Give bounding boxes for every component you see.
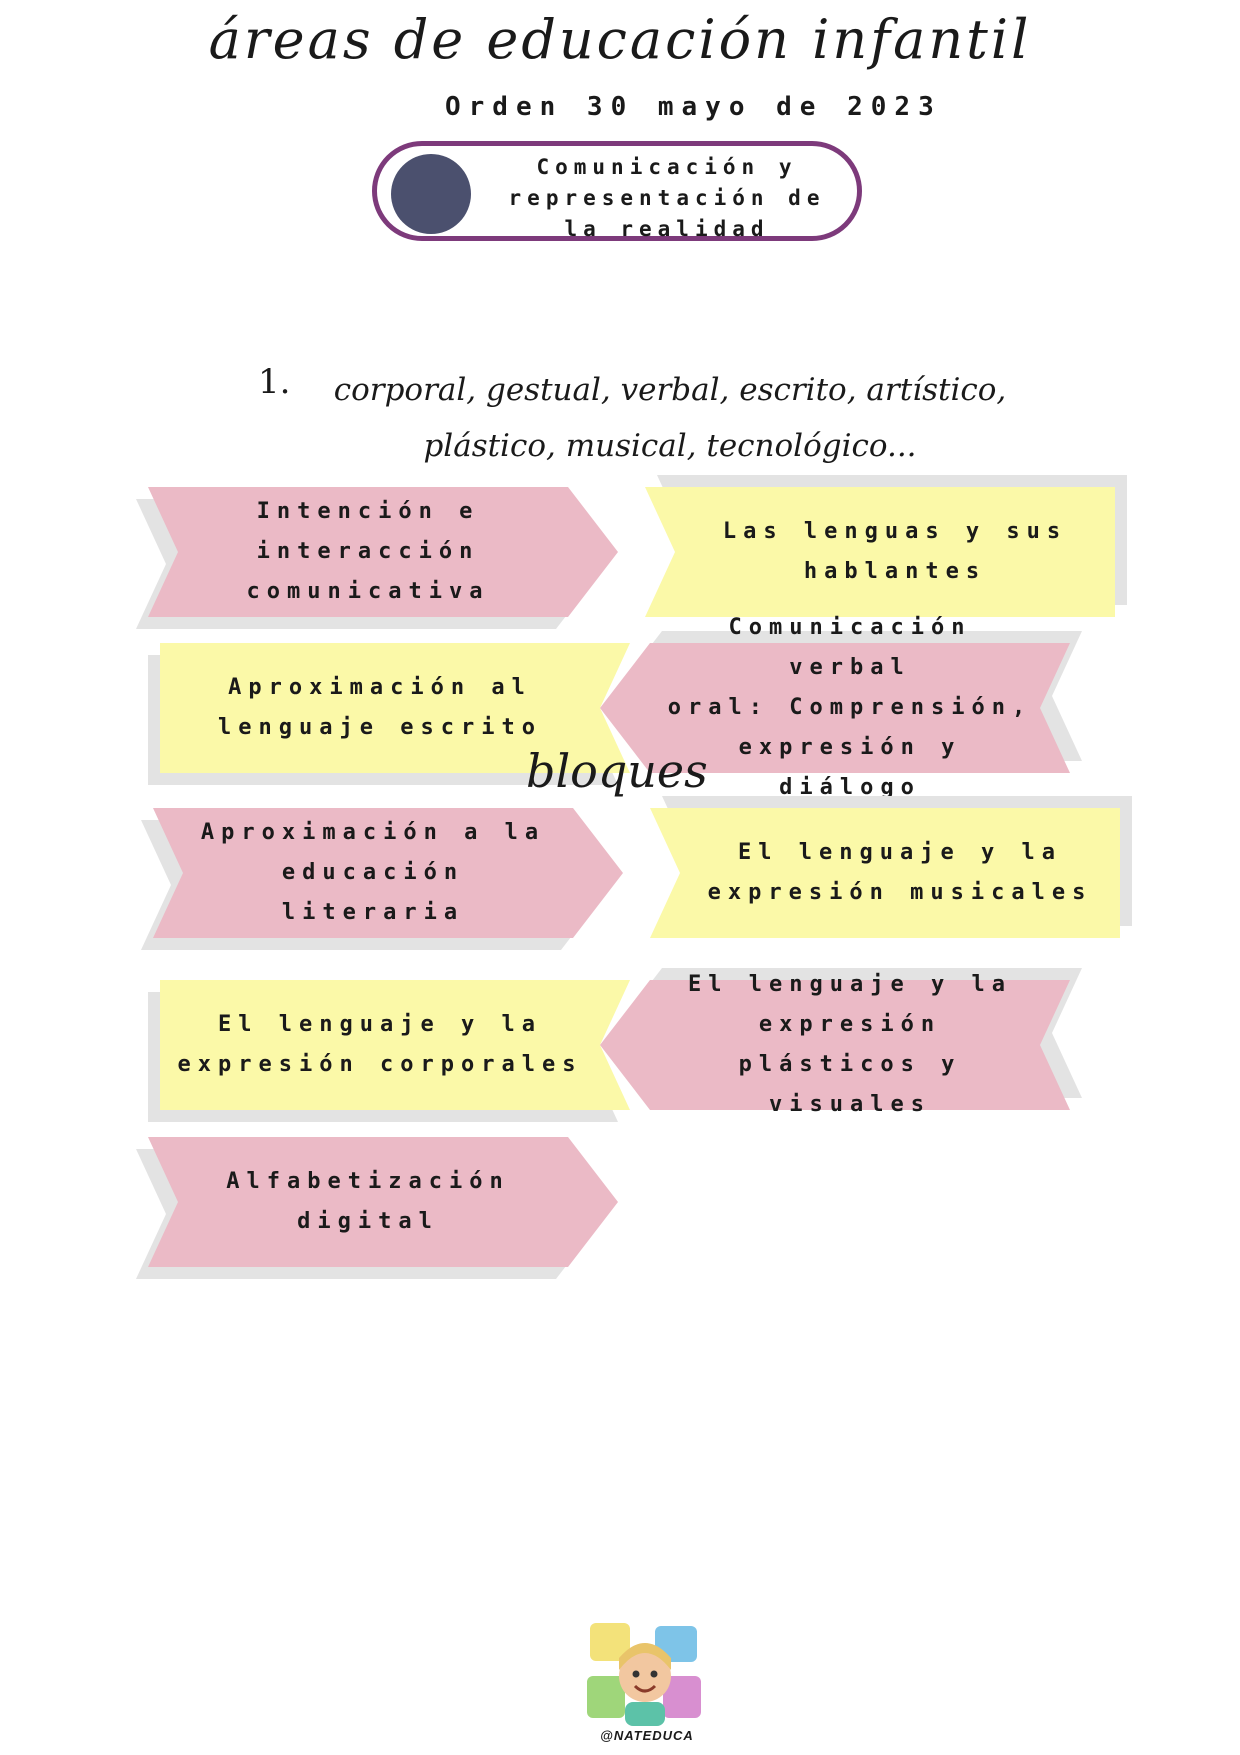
block-label: Comunicación verbal oral: Comprensión, exp…: [660, 615, 1040, 800]
block-shape: [600, 968, 1082, 1110]
block-label-lines: Comunicación verbal oral: Comprensión, exp…: [660, 608, 1040, 808]
block-fill: [160, 643, 630, 773]
block-label-line: El lenguaje y la: [738, 840, 1062, 865]
block-card: Comunicación verbal oral: Comprensión, exp…: [600, 615, 1082, 800]
block-card: Aproximación a la educación literaria: [141, 808, 623, 950]
block-shape: [600, 631, 1082, 773]
block-fill: [153, 808, 623, 938]
block-card: Las lenguas y sus hablantes: [645, 475, 1127, 617]
block-label-lines: El lenguaje y la expresión plásticos y vis…: [660, 965, 1040, 1125]
block-fill: [645, 487, 1115, 617]
block-fill: [600, 643, 1070, 773]
block-label-line: Alfabetización digital: [226, 1169, 510, 1234]
note-number: 1.: [258, 362, 291, 402]
block-label-line: Aproximación a la: [200, 820, 546, 845]
block-card: El lenguaje y la expresión corporales: [148, 980, 630, 1122]
block-label: El lenguaje y la expresión plásticos y vis…: [660, 972, 1040, 1117]
block-label: Aproximación al lenguaje escrito: [170, 643, 590, 773]
block-label-line: Las lenguas y sus: [722, 519, 1068, 544]
block-label: Las lenguas y sus hablantes: [685, 487, 1105, 617]
block-label-lines: El lenguaje y la expresión corporales: [178, 1005, 583, 1085]
block-label-line: educación literaria: [281, 860, 465, 925]
block-fill: [148, 487, 618, 617]
block-label-line: comunicativa: [246, 579, 490, 604]
block-card: Alfabetización digital: [136, 1137, 618, 1279]
block-label-line: lenguaje escrito: [218, 715, 542, 740]
languages-note: corporal, gestual, verbal, escrito, artí…: [330, 362, 1010, 474]
block-card: El lenguaje y la expresión musicales: [650, 796, 1132, 938]
languages-note-line: corporal, gestual, verbal, escrito, artí…: [333, 372, 1007, 408]
block-shape: [148, 643, 630, 785]
block-card: Intención e interacción comunicativa: [136, 487, 618, 629]
area-label-line: la realidad: [564, 217, 770, 241]
block-card: El lenguaje y la expresión plásticos y vis…: [600, 968, 1082, 1117]
block-label: El lenguaje y la expresión musicales: [690, 808, 1110, 938]
block-shape: [645, 475, 1127, 617]
blocks-label: bloques: [526, 744, 708, 798]
block-shape: [141, 808, 623, 950]
area-label-line: representación de: [508, 186, 826, 210]
block-label-line: expresión musicales: [707, 880, 1093, 905]
block-label-lines: Aproximación a la educación literaria: [183, 813, 563, 933]
puzzle-avatar-icon: [585, 1618, 705, 1748]
block-label: Alfabetización digital: [178, 1137, 558, 1267]
block-label-lines: Intención e interacción comunicativa: [178, 492, 558, 612]
block-label-lines: Aproximación al lenguaje escrito: [218, 668, 542, 748]
block-label-lines: Las lenguas y sus hablantes: [723, 512, 1067, 592]
block-label-line: Comunicación verbal: [728, 615, 972, 680]
block-label-line: expresión corporales: [177, 1052, 583, 1077]
block-shape: [136, 1137, 618, 1279]
block-label-line: Aproximación al: [228, 675, 532, 700]
block-fill: [148, 1137, 618, 1267]
block-label-line: oral: Comprensión,: [667, 695, 1033, 720]
block-label: Aproximación a la educación literaria: [183, 808, 563, 938]
block-shape: [148, 980, 630, 1122]
block-label-line: expresión plásticos y: [738, 1012, 962, 1077]
area-label: Comunicación y representación de la real…: [487, 152, 847, 245]
block-label-line: El lenguaje y la: [688, 972, 1012, 997]
block-label-lines: El lenguaje y la expresión musicales: [708, 833, 1093, 913]
block-label-line: El lenguaje y la: [218, 1012, 542, 1037]
block-fill: [160, 980, 630, 1110]
area-pill: Comunicación y representación de la real…: [372, 141, 862, 241]
block-label-line: expresión y diálogo: [738, 735, 962, 800]
block-shape: [650, 796, 1132, 938]
page-subtitle: Orden 30 mayo de 2023: [445, 92, 942, 122]
block-label-line: visuales: [769, 1092, 931, 1117]
author-handle: @NATEDUCA: [600, 1728, 694, 1743]
block-label: El lenguaje y la expresión corporales: [170, 980, 590, 1110]
block-shape: [136, 487, 618, 629]
area-dot-icon: [391, 154, 471, 234]
block-label-line: hablantes: [803, 559, 987, 584]
block-label-line: Intención e interacción: [256, 499, 480, 564]
block-fill: [600, 980, 1070, 1110]
page-title: áreas de educación infantil: [208, 8, 1032, 71]
area-label-line: Comunicación y: [536, 155, 798, 179]
languages-note-line: plástico, musical, tecnológico...: [423, 428, 917, 464]
block-card: Aproximación al lenguaje escrito: [148, 643, 630, 785]
block-label: Intención e interacción comunicativa: [178, 487, 558, 617]
block-label-lines: Alfabetización digital: [178, 1162, 558, 1242]
block-fill: [650, 808, 1120, 938]
